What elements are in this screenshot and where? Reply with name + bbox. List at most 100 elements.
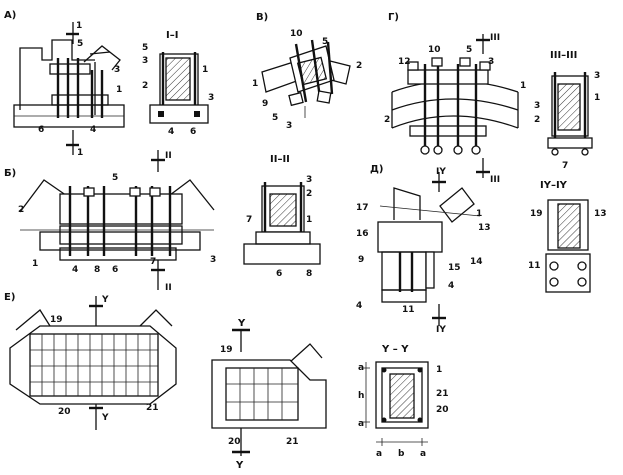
callout: 1 [116,85,122,95]
callout: 19 [220,345,233,355]
panel-b-frame-top [59,193,183,225]
panel-b-beam [39,231,201,251]
panel-b-lug [83,187,95,197]
callout: 4 [356,301,362,311]
panel-b: Б) II II 5 2 1 4 8 6 7 3 [4,150,216,293]
panel-g-cut-top-mark: III [490,33,500,43]
panel-g-label: Г) [388,12,399,23]
callout: 5 [142,43,148,53]
panel-e-detail: Y Y 19 20 21 [211,318,327,471]
panel-v: В) 10 5 2 1 9 5 3 [252,12,362,131]
section-2-beam [243,243,321,265]
section-3-nut [551,148,559,156]
callout: 5 [112,173,118,183]
panel-e-label: Е) [4,292,15,303]
callout: 21 [436,389,449,399]
callout: 13 [594,209,607,219]
callout: 1 [202,65,208,75]
dim-a-bottom-right: a [420,449,426,459]
callout: 1 [476,209,482,219]
panel-a: А) 1 1 5 3 1 6 4 [4,10,125,158]
section-4: IY–IY 19 13 11 [528,180,607,293]
callout: 10 [290,29,303,39]
section-1: I–I 5 3 2 1 3 4 6 [142,30,214,137]
callout: 6 [276,269,282,279]
panel-d-block [381,251,427,291]
callout: 14 [470,257,483,267]
callout: 6 [112,265,118,275]
callout: 6 [38,125,44,135]
panel-e: Е) Y Y 19 20 21 [4,292,177,430]
panel-e-cut-top-mark: Y [101,295,109,305]
callout: 2 [534,115,540,125]
callout: 3 [114,65,120,75]
section-2-title: II–II [270,154,290,165]
panel-b-frame-mid [59,225,183,245]
callout: 3 [142,56,148,66]
panel-b-inclined-left [19,179,71,213]
dim-h: h [358,391,364,401]
callout: 3 [594,71,600,81]
panel-d-inclined [439,187,475,223]
panel-v-nut [316,90,332,104]
callout: 21 [286,437,299,447]
panel-g-cut-bottom-mark: III [490,175,500,185]
callout: 15 [448,263,461,273]
panel-a-clamp-bottom [51,94,109,106]
callout: 5 [272,113,278,123]
callout: 7 [246,215,252,225]
section-5-stirrup [381,367,423,423]
panel-d-cut-top-mark: IY [436,167,446,177]
section-1-title: I–I [166,30,178,41]
section-1-core [165,57,191,101]
callout: 2 [18,205,24,215]
panel-a-label: А) [4,10,16,21]
panel-g-clamp-bottom [409,125,487,137]
panel-g-lug [459,57,471,67]
callout: 8 [306,269,312,279]
callout: 4 [72,265,78,275]
detail-cage [225,367,299,421]
panel-g-lug [407,61,419,71]
section-5-title: Y – Y [381,344,409,355]
callout: 7 [562,161,568,171]
callout: 21 [146,403,159,413]
callout: 20 [58,407,71,417]
panel-v-bolt [326,41,334,95]
panel-g: Г) III III 12 10 5 3 1 2 [384,12,526,185]
callout: 16 [356,229,369,239]
panel-g-nut [453,145,463,155]
section-1-nut [194,111,200,117]
panel-v-bolt [294,43,308,103]
callout: 9 [358,255,364,265]
section-1-base [149,104,209,124]
section-2: II–II 3 2 1 7 6 8 [243,154,321,279]
section-5-core [389,373,415,419]
panel-g-lug [431,57,443,67]
dim-a-left: a [358,419,364,429]
panel-d-column [393,187,421,220]
panel-a-cut-top-mark: 1 [76,21,82,31]
section-4-bolt-head [577,261,587,271]
panel-d: Д) IY IY 17 16 1 13 14 15 9 4 4 11 [356,164,491,335]
panel-b-inclined-right [165,179,215,211]
panel-b-lug [149,187,161,197]
panel-g-arch-mid [391,98,519,111]
section-1-nut [158,111,164,117]
panel-e-member-right [139,309,173,327]
callout: 20 [436,405,449,415]
panel-e-member-left [15,309,51,331]
section-4-bolt-head [577,277,587,287]
callout: 3 [534,101,540,111]
detail-cut-mark: Y [237,318,246,329]
panel-g-nut [433,145,443,155]
panel-b-base [59,247,177,261]
callout: 9 [262,99,268,109]
callout: 17 [356,203,369,213]
panel-a-column [19,39,95,110]
callout: 11 [402,305,415,315]
section-3-core [557,83,581,131]
callout: 3 [306,175,312,185]
callout: 4 [90,125,96,135]
